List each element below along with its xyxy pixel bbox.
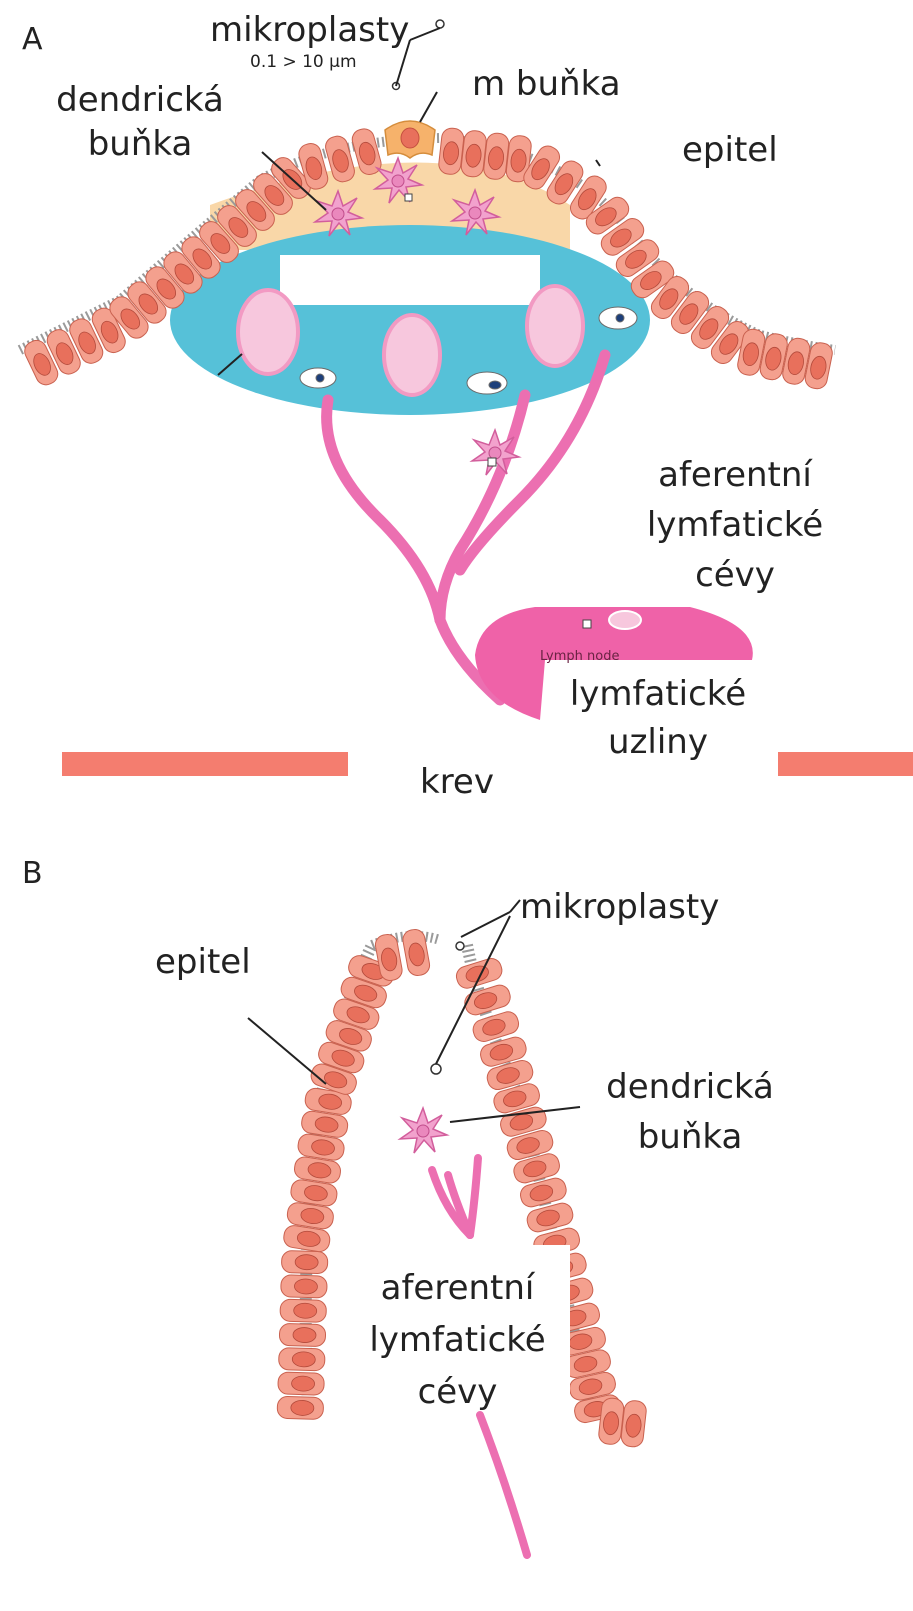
microplastic-particle: [431, 1064, 441, 1074]
epithelial-cell: [277, 1396, 324, 1419]
epithelial-cell: [278, 1348, 325, 1371]
m-cell-label: m buňka: [472, 62, 621, 106]
dendritic-b-line2: buňka: [590, 1112, 790, 1162]
epithelial-cell: [620, 1400, 647, 1448]
afferent-vessels-label: aferentní lymfatické cévy: [630, 450, 840, 600]
lymph-nodes-label-line1: lymfatické: [548, 670, 768, 718]
panel-a-letter: A: [22, 18, 43, 62]
epithelial-cell: [483, 132, 510, 180]
lymph-nodes-label-line2: uzliny: [548, 718, 768, 766]
blood-label: krev: [420, 760, 494, 804]
microplastics-label-b: mikroplasty: [520, 885, 719, 929]
dendritic-cell: [400, 1108, 447, 1153]
epithelial-cell: [281, 1275, 328, 1298]
dendritic-cell-label-b: dendrická buňka: [590, 1062, 790, 1162]
size-range-label: 0.1 > 10 µm: [250, 52, 357, 72]
afferent-label-line1: aferentní: [630, 450, 840, 500]
microplastic-particle: [436, 20, 444, 28]
blood-bar-left: [62, 752, 348, 776]
follicle-white-band: [280, 255, 540, 305]
epithelium-label-b: epitel: [155, 940, 251, 984]
microplastics-label: mikroplasty: [210, 8, 409, 52]
epithelial-cell: [278, 1372, 325, 1395]
afferent-label-line3: cévy: [630, 550, 840, 600]
afferent-label-line2: lymfatické: [630, 500, 840, 550]
epithelial-cell: [280, 1299, 327, 1322]
epithelial-cell: [281, 1250, 328, 1273]
panel-b-letter: B: [22, 852, 43, 896]
microplastic-particle: [456, 942, 464, 950]
germinal-center: [238, 290, 298, 374]
lymph-nodes-label: lymfatické uzliny: [548, 670, 768, 766]
lymph-node-partial-label: Lymph node: [540, 650, 619, 664]
afferent-b-line1: aferentní: [345, 1262, 570, 1314]
germinal-center: [527, 286, 583, 366]
dendritic-cell-label: dendrická buňka: [50, 78, 230, 166]
dendritic-b-line1: dendrická: [590, 1062, 790, 1112]
afferent-b-line3: cévy: [345, 1366, 570, 1418]
germinal-center: [384, 315, 440, 395]
dendritic-cell-label-line2: buňka: [50, 122, 230, 166]
blood-bar-right: [778, 752, 913, 776]
afferent-b-line2: lymfatické: [345, 1314, 570, 1366]
dendritic-cell-label-line1: dendrická: [50, 78, 230, 122]
epithelial-cell: [279, 1323, 326, 1346]
afferent-vessels-label-b: aferentní lymfatické cévy: [345, 1262, 570, 1418]
epithelium-label: epitel: [682, 128, 778, 172]
